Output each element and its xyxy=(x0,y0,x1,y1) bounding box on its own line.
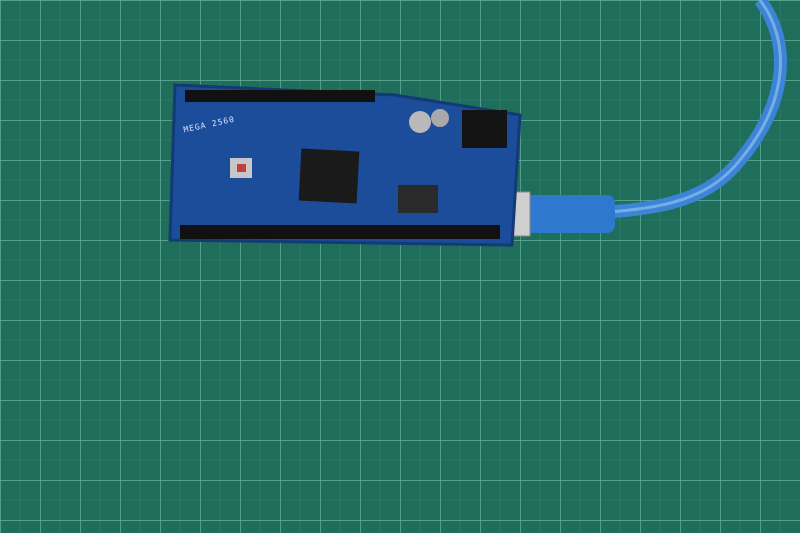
arduino-mega-board xyxy=(168,83,522,247)
